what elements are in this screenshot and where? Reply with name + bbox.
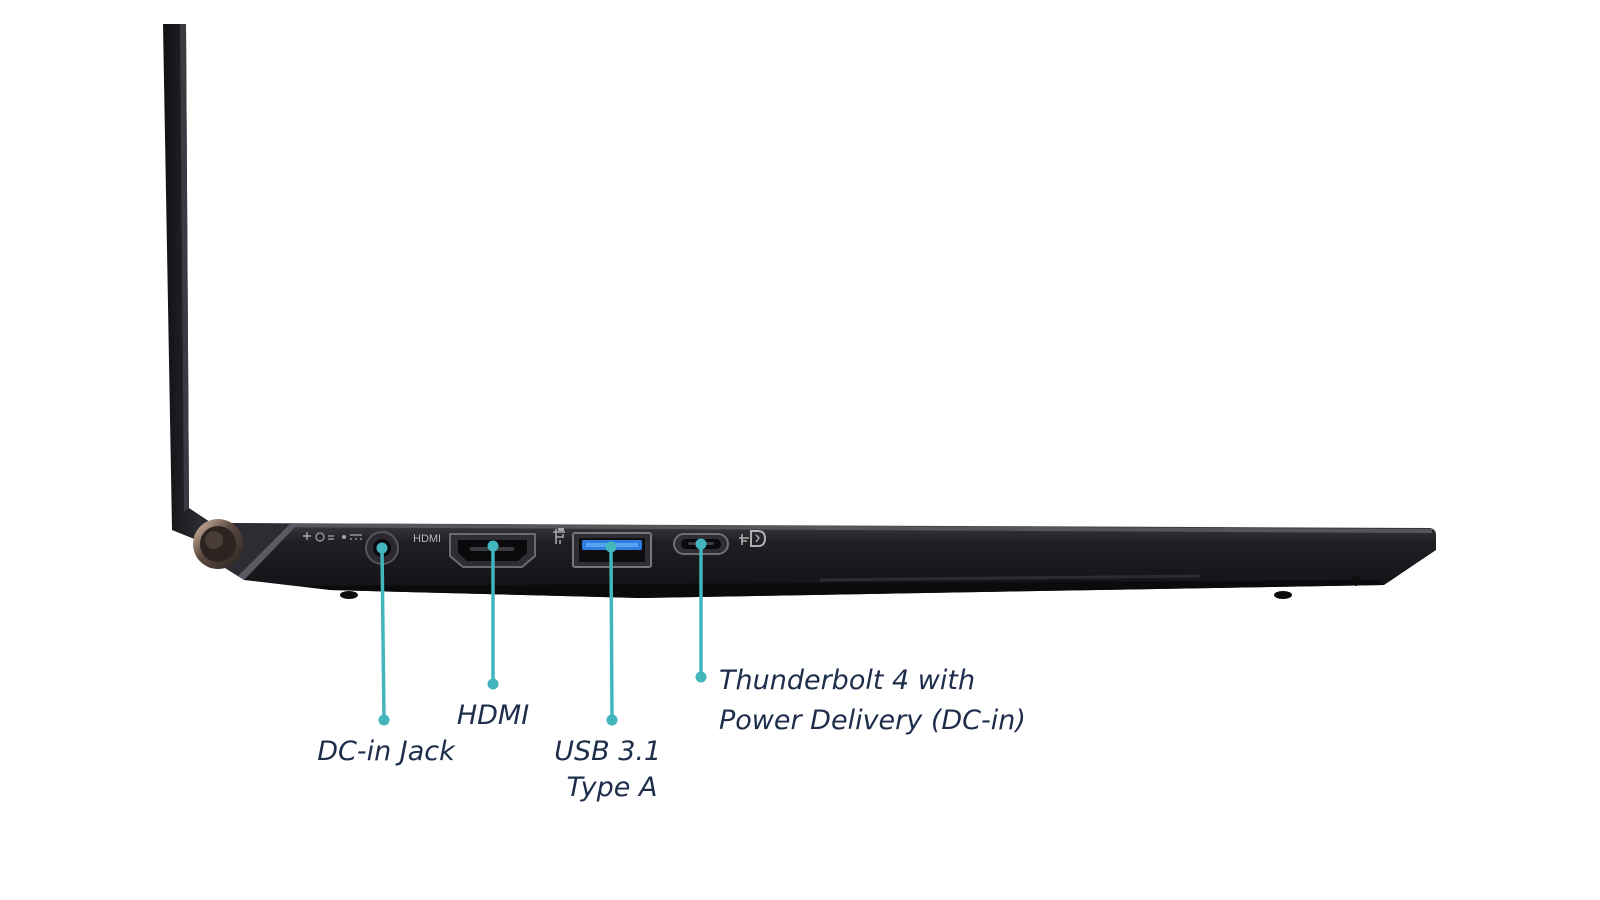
usb-symbol-icon [553, 528, 565, 544]
leader-hdmi [487, 540, 499, 690]
label-usb-3-1-type-a: USB 3.1 Type A [554, 736, 670, 803]
rear-foot [1351, 576, 1361, 586]
label-dc-in-jack: DC-in Jack [317, 736, 456, 767]
thunderbolt-usb-symbol-icon [739, 530, 767, 547]
rubber-foot-right [1274, 591, 1292, 599]
rubber-foot-left [340, 591, 358, 599]
label-hdmi: HDMI [457, 700, 529, 731]
callout-labels: DC-in Jack HDMI USB 3.1 Type A Thunderbo… [317, 665, 1026, 803]
hdmi-print-label: HDMI [413, 533, 441, 545]
hinge [193, 519, 243, 569]
leader-lines [376, 538, 707, 726]
leader-dc-in [376, 542, 390, 726]
dc-power-symbol-icon [303, 532, 362, 542]
laptop-base [222, 523, 1436, 599]
laptop-lid [163, 24, 222, 547]
label-thunderbolt-4: Thunderbolt 4 with Power Delivery (DC-in… [719, 665, 1026, 736]
hdmi-port-print: HDMI [413, 533, 441, 545]
leader-thunderbolt [695, 538, 707, 683]
leader-usb [605, 541, 618, 726]
vent-slot [819, 574, 1201, 582]
